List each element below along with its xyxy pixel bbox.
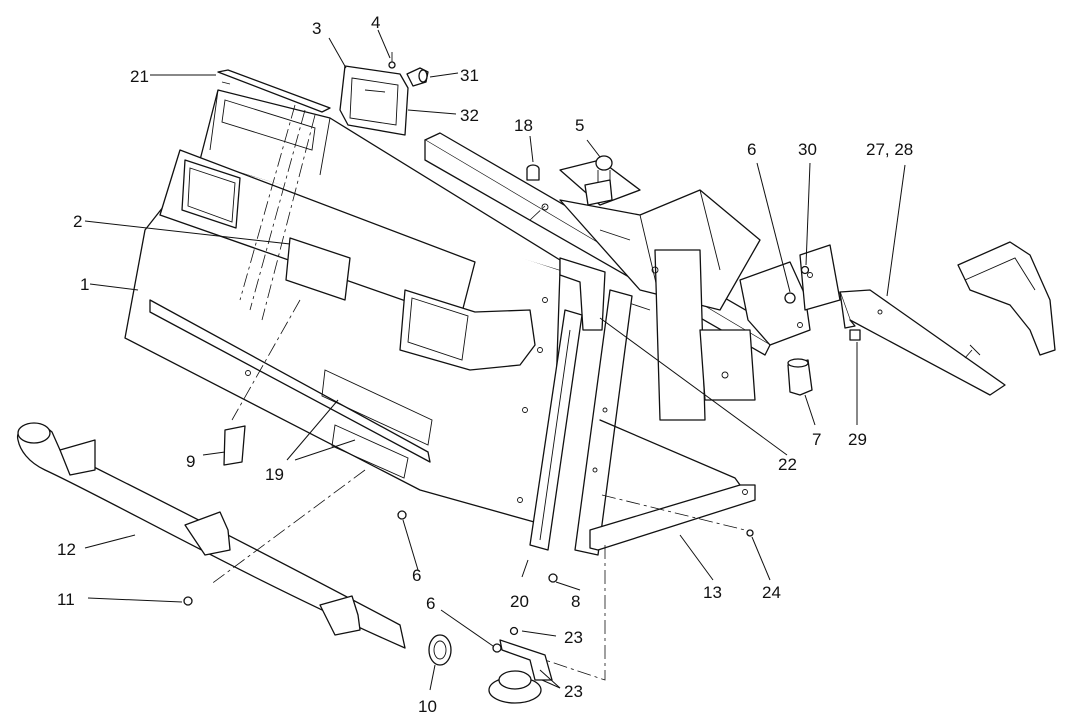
callout-4: 4 [371, 13, 380, 32]
callout-3: 3 [312, 19, 321, 38]
nut-30 [800, 265, 810, 275]
callout-22: 22 [778, 455, 797, 474]
nut-6-lower [492, 643, 502, 653]
plug-18 [526, 164, 540, 181]
callout-2: 2 [73, 212, 82, 231]
callout-6-lower: 6 [426, 594, 435, 613]
callout-23-lower: 23 [564, 682, 583, 701]
frame-rails [424, 132, 781, 421]
mount-bracket [739, 244, 841, 346]
callout-5: 5 [575, 116, 584, 135]
leader-lines [84, 29, 906, 691]
plug-10 [428, 634, 452, 666]
callout-1: 1 [80, 275, 89, 294]
callout-8: 8 [571, 592, 580, 611]
bumper-pad-7 [787, 358, 813, 396]
callout-21: 21 [130, 67, 149, 86]
callout-20: 20 [510, 592, 529, 611]
callout-29: 29 [848, 430, 867, 449]
callout-13: 13 [703, 583, 722, 602]
lower-deck-13 [589, 419, 756, 551]
side-panel-22 [559, 257, 606, 331]
callout-6-mid: 6 [412, 566, 421, 585]
screw-4 [388, 52, 396, 69]
callout-11: 11 [57, 590, 75, 609]
nut-6-mid [397, 510, 407, 520]
callout-32: 32 [460, 106, 479, 125]
callout-23-upper: 23 [564, 628, 583, 647]
callout-27-28: 27, 28 [866, 140, 913, 159]
bracket-5 [584, 155, 613, 206]
callout-30: 30 [798, 140, 817, 159]
decal-9 [223, 425, 246, 466]
reference-lines [209, 104, 746, 681]
callout-31: 31 [460, 66, 479, 85]
screw-11 [183, 596, 193, 606]
callout-labels: 1 2 3 4 5 6 6 6 7 8 9 10 11 12 13 18 19 … [57, 13, 913, 716]
callout-10: 10 [418, 697, 437, 716]
socket-31 [406, 67, 429, 87]
callout-24: 24 [762, 583, 781, 602]
callout-6-right: 6 [747, 140, 756, 159]
fender-right [957, 241, 1056, 356]
callout-12: 12 [57, 540, 76, 559]
support-arm-27-28 [839, 289, 1006, 396]
bumper-12 [17, 422, 406, 649]
callout-7: 7 [812, 430, 821, 449]
horn-23 [488, 626, 553, 704]
screw-24 [746, 529, 754, 537]
front-hood-panel [124, 89, 561, 526]
clip-8 [548, 573, 558, 583]
headlamp-3 [339, 65, 409, 136]
callout-19: 19 [265, 465, 284, 484]
bolt-29 [849, 329, 861, 341]
top-strip-21 [217, 69, 331, 113]
callout-18: 18 [514, 116, 533, 135]
callout-9: 9 [186, 452, 195, 471]
side-panel-20 [529, 289, 633, 556]
